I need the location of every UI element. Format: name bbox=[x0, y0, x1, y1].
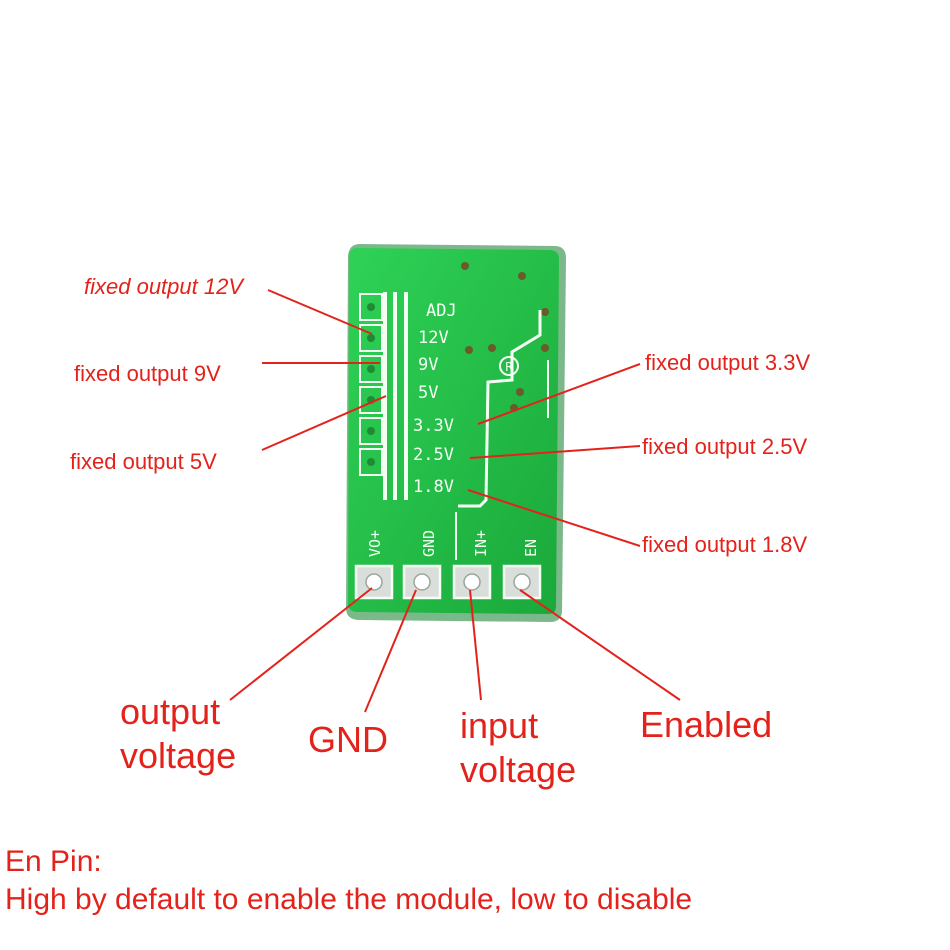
registered-mark: R bbox=[499, 356, 519, 376]
registered-mark-letter: R bbox=[505, 360, 513, 374]
annotation-fixed-output-1-8v: fixed output 1.8V bbox=[642, 532, 808, 557]
annotation-leader-lines bbox=[229, 289, 681, 713]
annotation-input-voltage-line2: voltage bbox=[460, 749, 577, 790]
en-pin-note-body: High by default to enable the module, lo… bbox=[5, 883, 693, 916]
silk-gnd: GND bbox=[420, 530, 438, 557]
silk-en: EN bbox=[522, 539, 540, 557]
bottom-pin-pads bbox=[354, 564, 542, 600]
silkscreen-pin-labels: VO+ GND IN+ EN bbox=[366, 530, 540, 557]
silkscreen-outline bbox=[458, 310, 542, 508]
annotation-input-voltage: input voltage bbox=[460, 704, 576, 792]
annotation-fixed-output-9v: fixed output 9V bbox=[74, 361, 221, 386]
silk-1-8v: 1.8V bbox=[413, 477, 454, 497]
board-holes bbox=[461, 262, 549, 412]
annotation-fixed-output-2-5v: fixed output 2.5V bbox=[642, 434, 808, 459]
silkscreen-labels: ADJ 12V 9V 5V 3.3V 2.5V 1.8V bbox=[413, 301, 457, 497]
annotation-gnd: GND bbox=[308, 719, 388, 760]
en-pin-note-title: En Pin: bbox=[5, 845, 102, 878]
annotation-output-voltage-line2: voltage bbox=[120, 735, 237, 776]
silk-5v: 5V bbox=[418, 383, 438, 403]
annotation-enabled: Enabled bbox=[640, 704, 773, 745]
silk-12v: 12V bbox=[418, 328, 449, 348]
annotation-fixed-output-12v: fixed output 12V bbox=[84, 274, 244, 299]
annotation-output-voltage: output voltage bbox=[120, 690, 236, 778]
silk-in-plus: IN+ bbox=[472, 530, 490, 557]
pcb-body bbox=[348, 248, 559, 614]
silk-adj: ADJ bbox=[426, 301, 457, 321]
left-pad-column bbox=[359, 293, 383, 476]
silk-vo-plus: VO+ bbox=[366, 530, 384, 557]
annotation-fixed-output-3-3v: fixed output 3.3V bbox=[645, 350, 811, 375]
annotation-fixed-output-5v: fixed output 5V bbox=[70, 449, 217, 474]
silk-3-3v: 3.3V bbox=[413, 416, 454, 436]
silk-2-5v: 2.5V bbox=[413, 445, 454, 465]
annotation-input-voltage-line1: input bbox=[460, 705, 539, 746]
annotation-output-voltage-line1: output bbox=[120, 691, 221, 732]
silk-9v: 9V bbox=[418, 355, 438, 375]
en-pin-note: En Pin: High by default to enable the mo… bbox=[5, 843, 692, 919]
